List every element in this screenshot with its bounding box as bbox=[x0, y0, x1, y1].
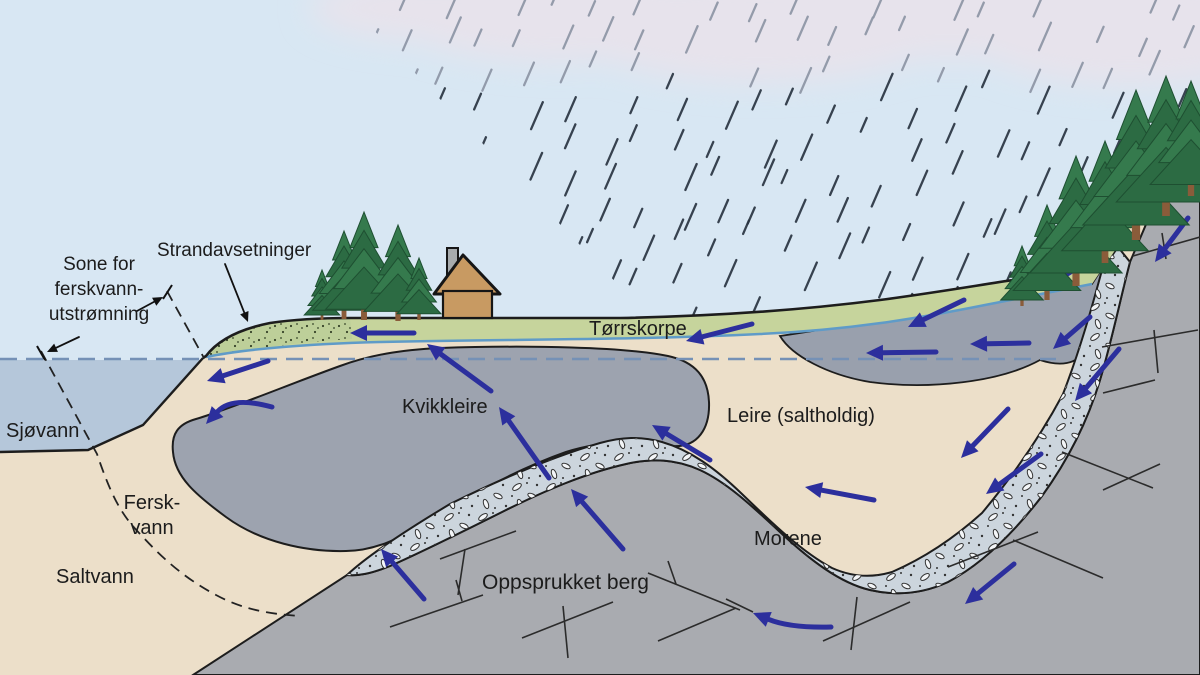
groundwater-flow-arrows bbox=[206, 215, 1191, 630]
diagram-labels: Sone for ferskvann- utstrømning Strandav… bbox=[6, 240, 875, 594]
label-oppsprukket-berg: Oppsprukket berg bbox=[482, 571, 649, 594]
spruce-tree bbox=[324, 210, 404, 320]
zone-dashed-lines bbox=[40, 290, 301, 617]
label-kvikkleire: Kvikkleire bbox=[402, 396, 488, 418]
bedrock-cracks bbox=[389, 232, 1200, 659]
house bbox=[432, 247, 502, 320]
spruce-tree bbox=[1149, 79, 1200, 196]
house-wall bbox=[441, 289, 494, 320]
label-saltvann: Saltvann bbox=[56, 566, 134, 588]
morene-band bbox=[344, 245, 1132, 595]
quick-clay-pocket bbox=[171, 345, 711, 553]
label-torrskorpe: Tørrskorpe bbox=[589, 318, 687, 340]
sea-water bbox=[0, 360, 203, 452]
rain-clouds bbox=[310, 0, 1200, 86]
label-ferskvann-line2: vann bbox=[130, 517, 173, 539]
zone-tick-marks bbox=[36, 284, 173, 361]
dry-crust-band bbox=[206, 212, 1143, 357]
label-strandavsetninger: Strandavsetninger bbox=[157, 240, 312, 261]
spruce-tree bbox=[395, 256, 443, 320]
label-leader-arrows bbox=[47, 263, 249, 352]
beach-deposit-dots bbox=[206, 318, 352, 357]
label-sjovann: Sjøvann bbox=[6, 420, 79, 442]
label-morene: Morene bbox=[754, 528, 822, 550]
spruce-trees bbox=[303, 74, 1200, 321]
label-sone-line3: utstrømning bbox=[49, 304, 149, 325]
label-leire-saltholdig: Leire (saltholdig) bbox=[727, 405, 875, 427]
label-sone-line1: Sone for bbox=[63, 254, 135, 275]
label-sone-line2: ferskvann- bbox=[55, 279, 144, 300]
sea-floor-line bbox=[0, 357, 204, 454]
label-ferskvann-line1: Fersk- bbox=[124, 492, 181, 514]
